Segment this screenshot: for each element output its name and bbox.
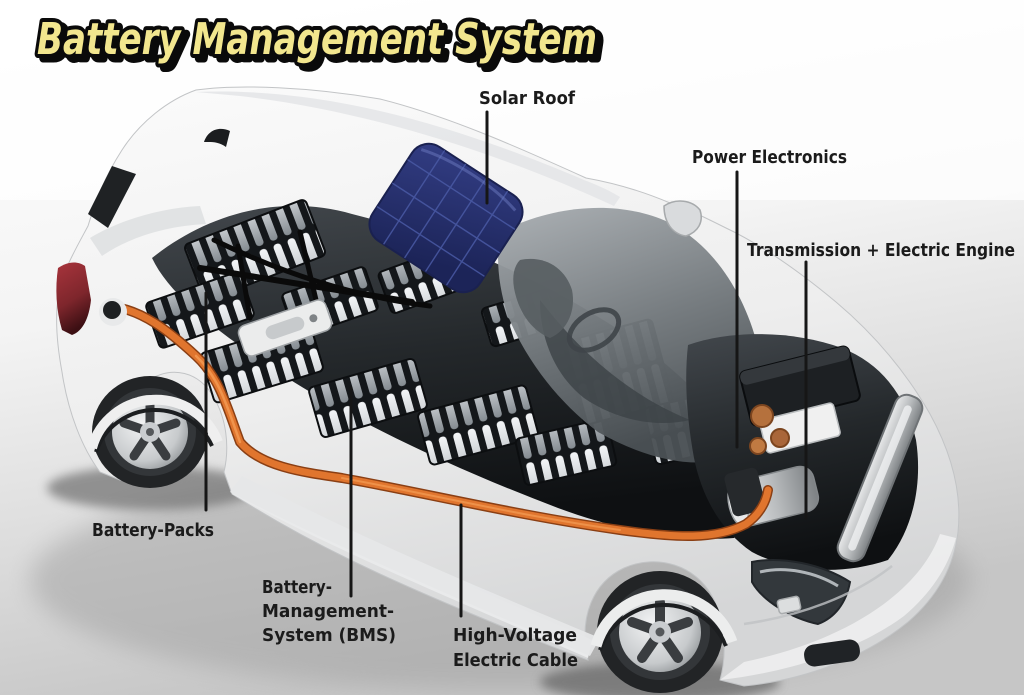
- leader-lines: [204, 110, 808, 618]
- taillight: [56, 262, 91, 335]
- label-power-electronics: Power Electronics: [692, 147, 847, 168]
- antenna-fin-icon: [204, 128, 230, 147]
- radiator-frame: [836, 393, 924, 563]
- solar-roof-panel: [368, 142, 524, 294]
- rear-details: [56, 128, 230, 335]
- copper-windings: [749, 404, 790, 455]
- fog-grille: [804, 639, 860, 667]
- label-solar-roof: Solar Roof: [479, 88, 575, 109]
- label-high-voltage: High-Voltage Electric Cable: [453, 625, 583, 671]
- seat: [513, 258, 574, 338]
- page-title-text: Battery Management System: [37, 14, 597, 65]
- label-transmission: Transmission + Electric Engine: [747, 240, 1015, 261]
- high-voltage-cable: [99, 298, 773, 542]
- headlight: [751, 559, 852, 626]
- front-wheel: [590, 571, 738, 693]
- steering-wheel: [566, 307, 622, 353]
- label-bms: Battery- Management- System (BMS): [262, 577, 400, 646]
- front-details: [743, 559, 893, 667]
- c-pillar: [88, 166, 136, 228]
- bms-unit: [237, 299, 333, 357]
- engine-bay: [686, 334, 924, 570]
- mirror-icon: [663, 200, 702, 237]
- side-sill: [230, 476, 600, 656]
- label-battery-packs: Battery-Packs: [92, 520, 214, 541]
- page-title-shadow: Battery Management System: [42, 18, 602, 69]
- page-title: Battery Management System Battery Manage…: [33, 10, 607, 74]
- charge-port: [99, 298, 127, 326]
